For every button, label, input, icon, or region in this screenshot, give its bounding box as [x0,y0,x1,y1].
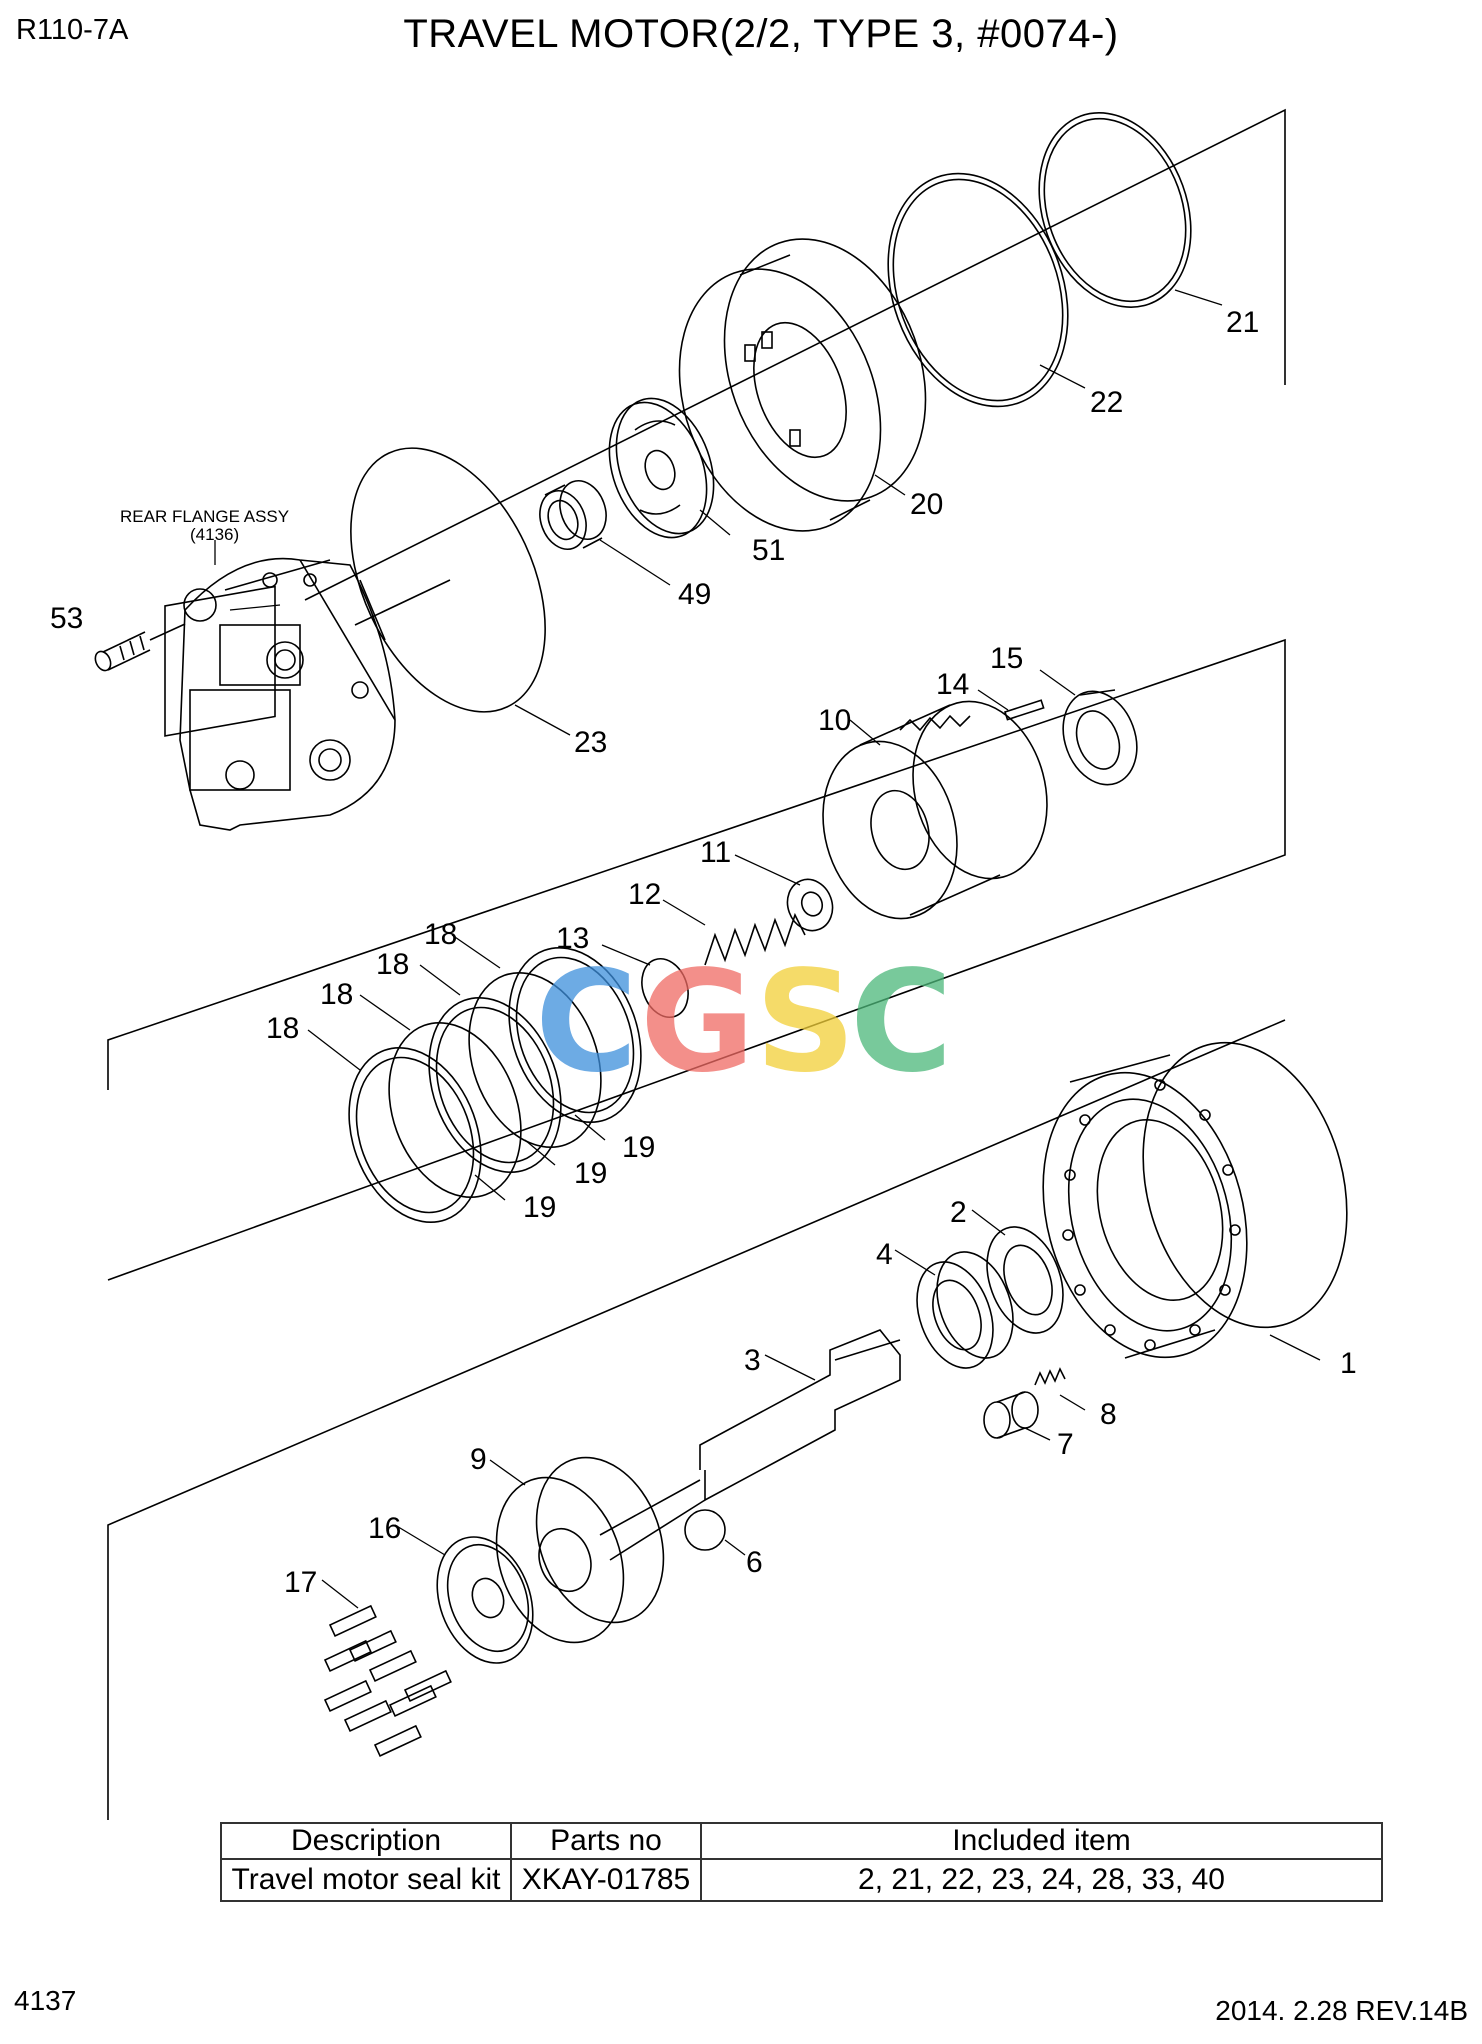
column-header: Parts no [510,1822,702,1860]
part-20-housing [678,238,927,532]
watermark-letter-3: S [755,941,856,1104]
part-4-bearing [916,1251,1014,1369]
part-21-ring [1038,112,1192,308]
callout-19-c: 19 [523,1191,556,1224]
subassembly-ref: (4136) [190,525,239,544]
page-title: TRAVEL MOTOR(2/2, TYPE 3, #0074-) [403,12,1119,56]
watermark-letter-1: C [535,941,638,1104]
callout-16: 16 [368,1512,401,1545]
callout-18-a: 18 [424,918,457,951]
part-22-ring [887,172,1069,408]
callout-15: 15 [990,642,1023,675]
rear-flange-assy [164,557,396,831]
part-14-pin [1003,699,1045,721]
part-8-spring [1034,1367,1066,1386]
callout-22: 22 [1090,386,1123,419]
callout-4: 4 [876,1238,893,1271]
callout-49: 49 [678,578,711,611]
revision-date: 2014. 2.28 REV.14B [1215,1995,1468,2026]
leader-lines [214,289,1321,1609]
subassembly-name: REAR FLANGE ASSY [120,507,289,526]
part-12-spring [704,912,806,966]
part-3-drive-shaft [599,1329,901,1561]
callout-21: 21 [1226,306,1259,339]
callout-9: 9 [470,1443,487,1476]
part-10-brake-piston [822,700,1048,920]
callout-13: 13 [556,922,589,955]
callout-10: 10 [818,704,851,737]
callout-8: 8 [1100,1398,1117,1431]
part-2-oil-seal [986,1226,1064,1334]
seal-kit-table: Description Parts no Included item Trave… [220,1822,1383,1902]
callout-51: 51 [752,534,785,567]
page-number: 4137 [14,1985,77,2016]
callout-14: 14 [936,668,969,701]
part-16-retainer-plate [436,1536,534,1664]
callout-12: 12 [628,878,661,911]
column-header: Description [220,1822,512,1860]
table-row: Travel motor seal kit XKAY-01785 2, 21, … [220,1858,1383,1902]
watermark-letter-2: G [640,941,755,1104]
callout-17: 17 [284,1566,317,1599]
part-17-pistons [323,1604,452,1757]
part-6-ball [684,1509,726,1551]
callout-18-d: 18 [266,1012,299,1045]
table-cell-description: Travel motor seal kit [220,1858,512,1902]
callout-11: 11 [700,836,731,869]
part-9-retainer [495,1456,665,1644]
column-header: Included item [700,1822,1383,1860]
callout-53: 53 [50,602,83,635]
callout-3: 3 [744,1344,761,1377]
callout-2: 2 [950,1196,967,1229]
axis-line [354,579,451,626]
model-code: R110-7A [16,14,129,46]
part-11-washer [786,878,834,932]
part-23-o-ring [350,447,546,713]
part-13-snap-ring [641,958,689,1018]
parts-18-19-friction-discs [348,947,642,1223]
callout-18-b: 18 [376,948,409,981]
part-53-bolt [94,623,186,672]
part-7-collar [983,1391,1039,1439]
callout-1: 1 [1340,1347,1357,1380]
panel-lower-outline [107,1019,1286,1820]
part-49-bearing [539,480,607,550]
panel-middle-outline [107,638,1286,1281]
callout-20: 20 [910,488,943,521]
callout-23: 23 [574,726,607,759]
table-header-row: Description Parts no Included item [220,1822,1383,1860]
callout-6: 6 [746,1546,763,1579]
watermark-letter-4: C [850,941,953,1104]
callout-18-c: 18 [320,978,353,1011]
watermark-logo: C G S C [535,941,953,1104]
part-1-housing [1042,1041,1348,1359]
callout-19-b: 19 [574,1157,607,1190]
part-51-valve-plate [608,397,715,539]
callout-7: 7 [1057,1428,1074,1461]
part-15-bearing [1062,689,1138,786]
table-cell-included-items: 2, 21, 22, 23, 24, 28, 33, 40 [700,1858,1383,1902]
panel-upper-outline [304,108,1286,601]
table-cell-part-number: XKAY-01785 [510,1858,702,1902]
callout-19-a: 19 [622,1131,655,1164]
